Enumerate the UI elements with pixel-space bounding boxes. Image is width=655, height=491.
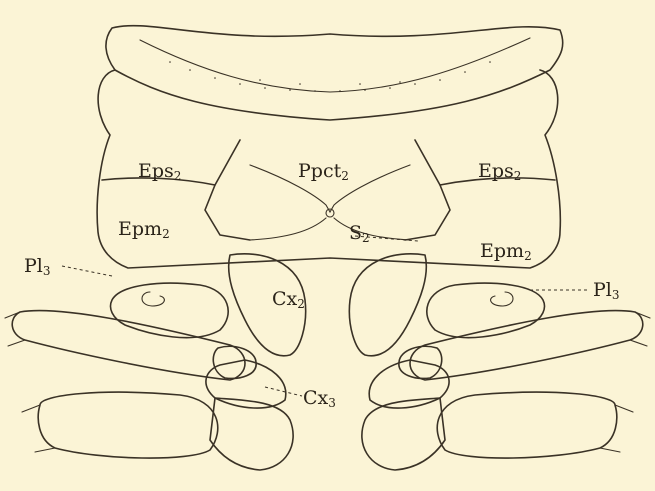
leg-left-tip bbox=[5, 312, 25, 346]
hook-left bbox=[142, 292, 164, 306]
hind-leg-right bbox=[437, 392, 617, 458]
label-eps2-right: Eps2 bbox=[478, 160, 521, 183]
sternal-line-left bbox=[250, 218, 326, 240]
label-pl3-right: Pl3 bbox=[593, 279, 620, 302]
hind-leg-left bbox=[38, 392, 218, 458]
leg-right-femur bbox=[410, 311, 643, 380]
leader-cx3 bbox=[265, 387, 302, 396]
sternal-line-right bbox=[334, 218, 410, 240]
prepectus-rim bbox=[106, 26, 563, 120]
label-pl3-left: Pl3 bbox=[24, 255, 51, 278]
label-cx2: Cx2 bbox=[272, 288, 305, 311]
pleural-lobe-right bbox=[427, 283, 545, 338]
coxa-2-right bbox=[349, 254, 426, 356]
label-epm2-right: Epm2 bbox=[480, 240, 532, 263]
label-ppct2: Ppct2 bbox=[298, 160, 349, 183]
label-s2: S2 bbox=[349, 222, 370, 245]
label-eps2-left: Eps2 bbox=[138, 160, 181, 183]
pleural-left bbox=[205, 185, 250, 240]
hook-right bbox=[491, 292, 513, 306]
pleural-lobe-left bbox=[111, 283, 229, 338]
label-cx3: Cx3 bbox=[303, 387, 336, 410]
stipple-band bbox=[169, 61, 491, 92]
label-epm2-left: Epm2 bbox=[118, 218, 170, 241]
leader-pl-left bbox=[62, 266, 112, 276]
pleural-right bbox=[405, 185, 450, 240]
leg-right-tip bbox=[630, 312, 650, 346]
hind-coxa-right bbox=[362, 398, 445, 470]
prepectus-inner-edge bbox=[140, 38, 530, 92]
leg-left-femur bbox=[12, 311, 245, 380]
hind-coxa-left bbox=[210, 398, 293, 470]
